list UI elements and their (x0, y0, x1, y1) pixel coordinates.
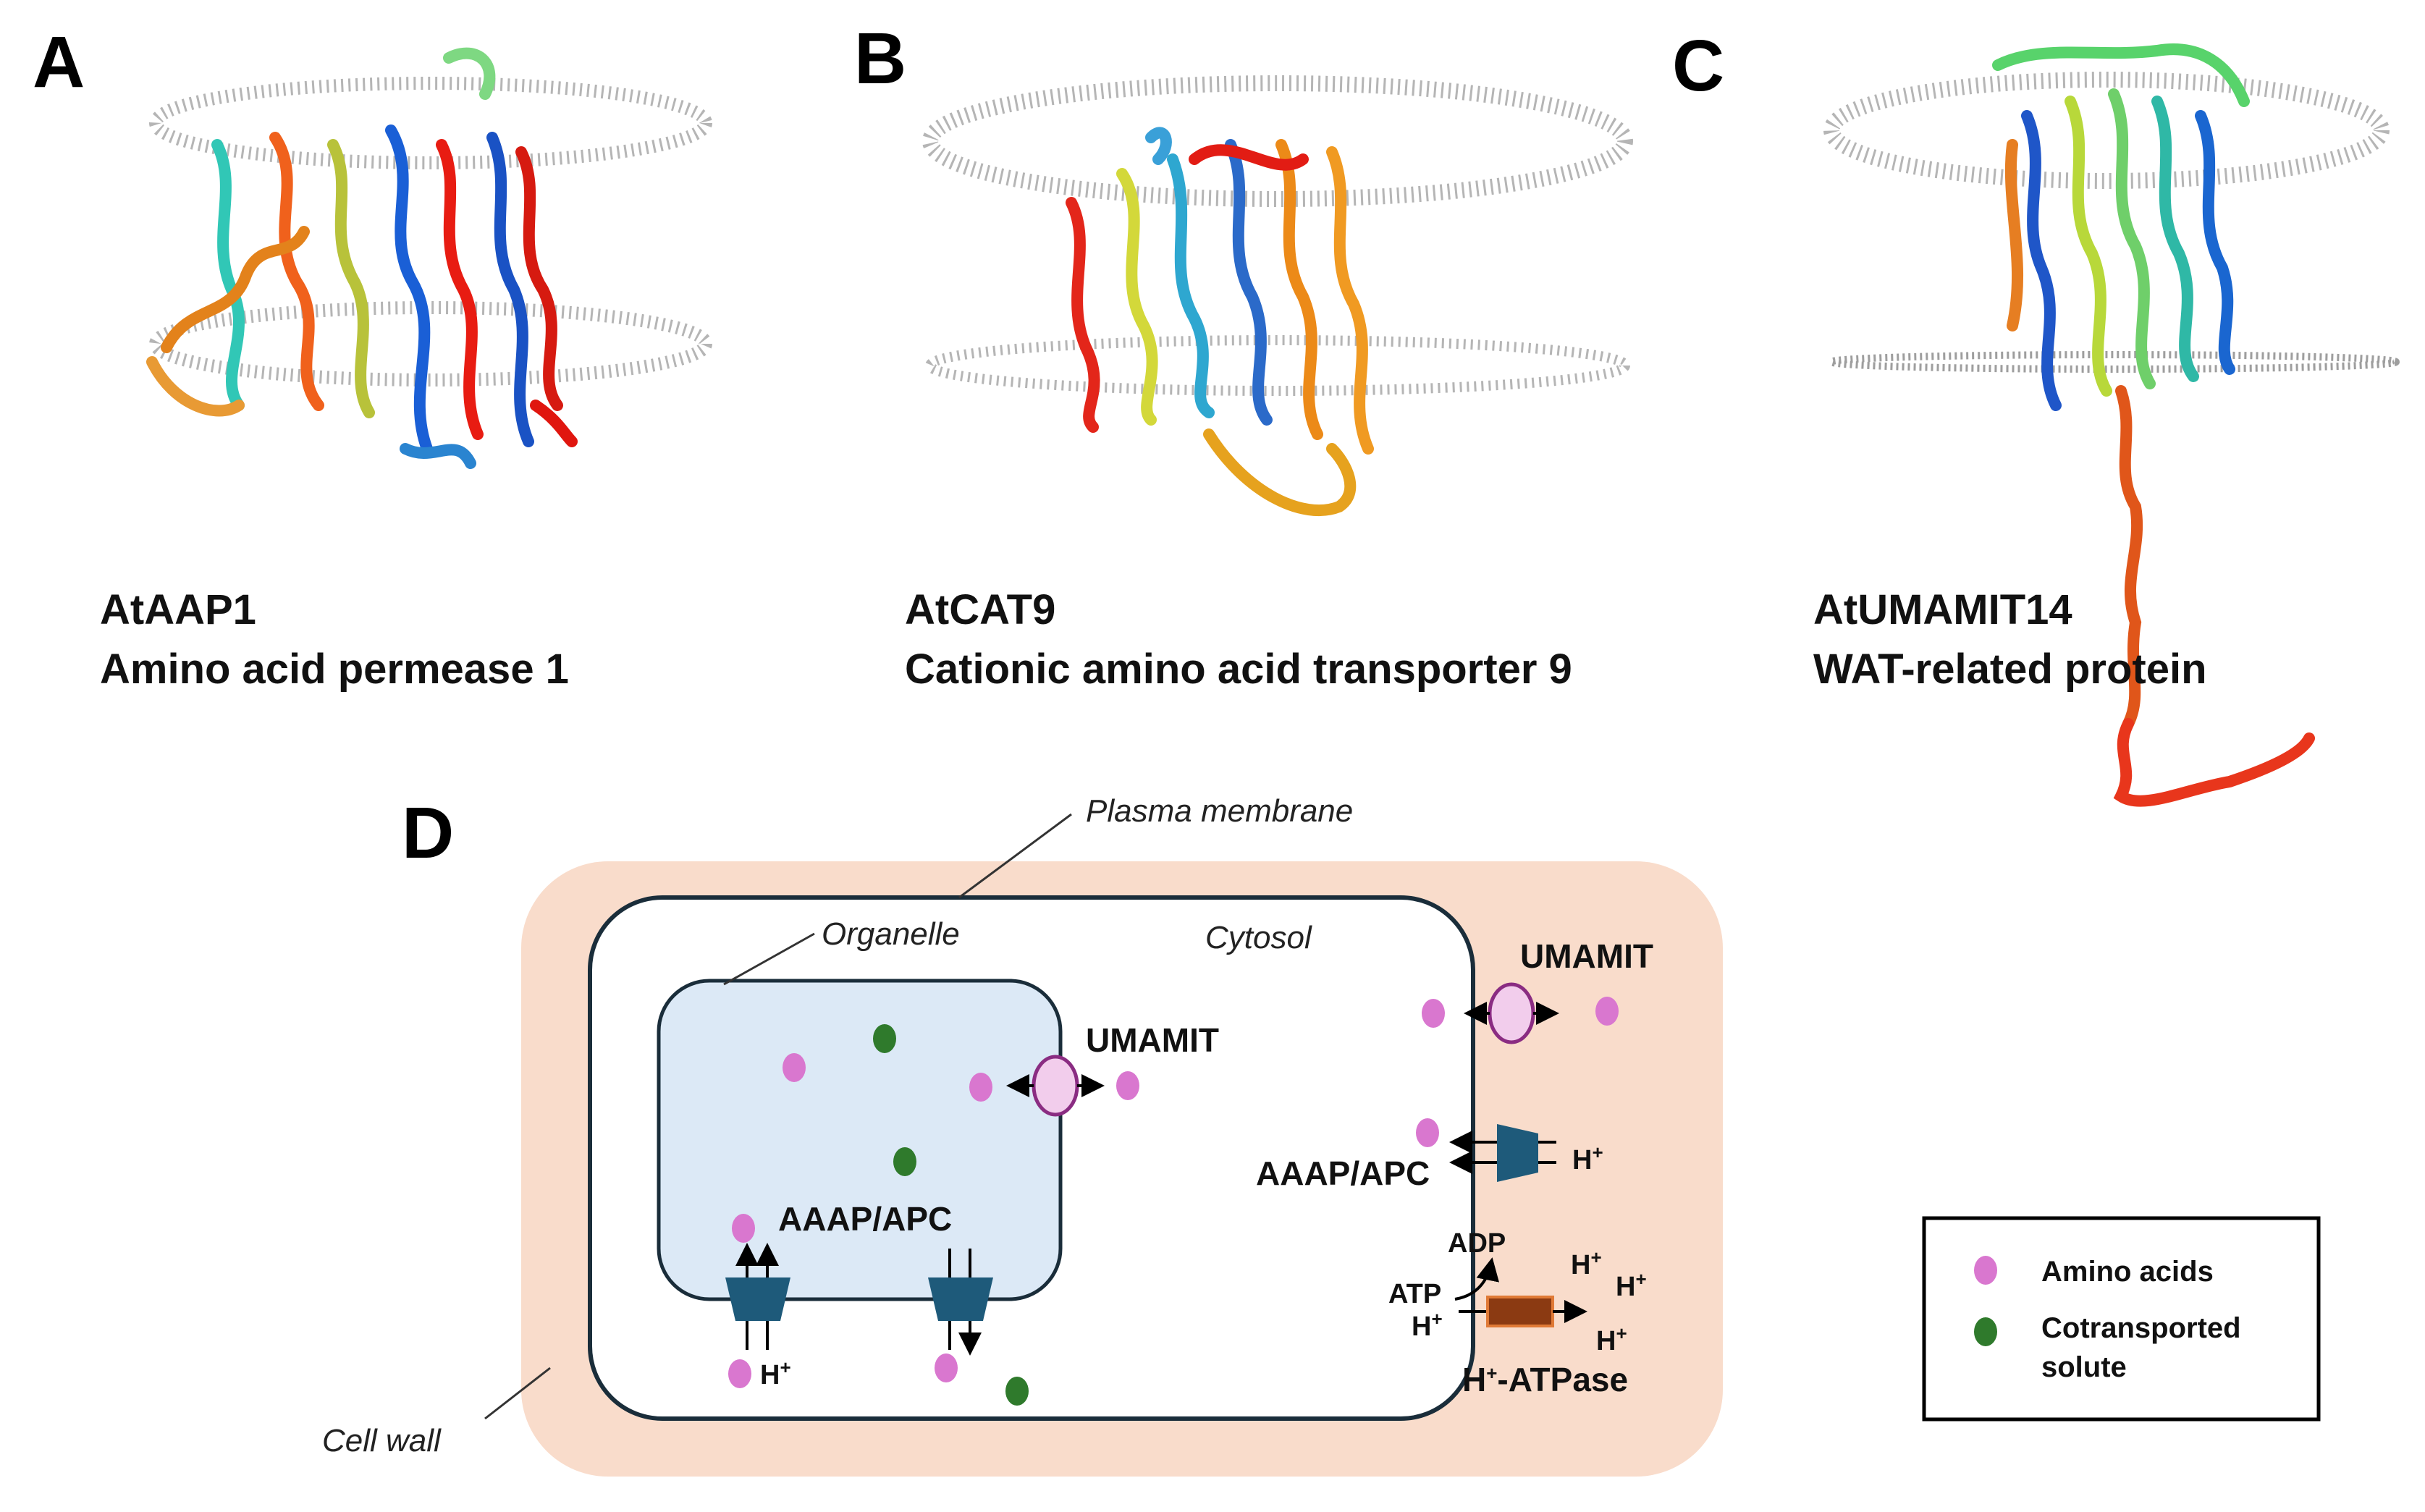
solute-dot (893, 1147, 916, 1176)
helix-bundle (1066, 127, 1374, 517)
gene-label-a: AtAAP1 (100, 586, 256, 633)
panel-letter-c: C (1672, 25, 1724, 106)
membrane-disc-bottom (1828, 351, 2400, 373)
plasma-membrane-label: Plasma membrane (1086, 793, 1353, 829)
legend-cotransported-label-2: solute (2041, 1351, 2127, 1383)
organelle-label: Organelle (822, 916, 960, 952)
atp-label: ATP (1388, 1279, 1441, 1309)
solute-dot (873, 1024, 896, 1053)
umamit-transporter-pm (1488, 982, 1535, 1044)
plasma-membrane-leader (958, 813, 1072, 899)
h-plus-label: H+ (1596, 1322, 1627, 1356)
gene-label-c: AtUMAMIT14 (1813, 586, 2072, 633)
adp-label: ADP (1448, 1228, 1506, 1259)
protein-name-b: Cationic amino acid transporter 9 (905, 646, 1572, 693)
membrane-disc-top (1823, 72, 2390, 189)
aaap-transporter-left (725, 1277, 790, 1321)
protein-structure-c (1823, 43, 2400, 807)
protein-structure-a (146, 47, 712, 469)
cell-diagram: Plasma membrane Organelle Cytosol Cell w… (322, 793, 1723, 1477)
h-plus-label: H+ (1412, 1308, 1443, 1342)
h-atpase-pump (1486, 1296, 1554, 1327)
legend: Amino acids Cotransported solute (1922, 1216, 2321, 1422)
cytosol-label: Cytosol (1205, 920, 1312, 955)
legend-cotransported-label-1: Cotransported (2041, 1312, 2241, 1344)
aaap-apc-label-pm: AAAP/APC (1256, 1154, 1430, 1192)
amino-acid-dot (1595, 997, 1619, 1026)
legend-solute-swatch (1974, 1317, 1997, 1346)
membrane-disc-bottom (925, 335, 1630, 396)
aaap-transporter-right (928, 1277, 993, 1321)
protein-name-c: WAT-related protein (1813, 646, 2207, 693)
gene-label-b: AtCAT9 (905, 586, 1055, 633)
aaap-transporter-pm (1497, 1124, 1538, 1182)
helix-bundle (1992, 43, 2315, 807)
title-c: AtUMAMIT14 WAT-related protein (1813, 586, 2207, 693)
umamit-label-organelle: UMAMIT (1086, 1021, 1219, 1059)
amino-acid-dot (1416, 1118, 1439, 1147)
title-b: AtCAT9 Cationic amino acid transporter 9 (905, 586, 1572, 693)
organelle-leader (723, 932, 815, 986)
h-plus-label: H+ (1616, 1268, 1647, 1302)
amino-acid-dot (732, 1214, 755, 1243)
h-plus-label: H+ (1571, 1246, 1602, 1280)
helix-bundle (146, 47, 578, 469)
panel-letter-a: A (33, 22, 85, 103)
panel-letter-d: D (402, 793, 454, 874)
aaap-apc-label-organelle: AAAP/APC (778, 1200, 952, 1238)
amino-acid-dot (1422, 999, 1445, 1028)
membrane-disc-top (922, 75, 1633, 207)
amino-acid-dot (783, 1053, 806, 1082)
panel-letter-b: B (854, 18, 906, 99)
membrane-disc-bottom (149, 301, 712, 387)
amino-acid-dot (728, 1359, 751, 1388)
protein-structure-b (922, 75, 1633, 517)
amino-acid-dot (935, 1353, 958, 1382)
legend-amino-acids-label: Amino acids (2041, 1256, 2214, 1288)
solute-dot (1005, 1377, 1029, 1406)
amino-acid-dot (1116, 1071, 1139, 1100)
organelle (657, 979, 1063, 1301)
cell-wall-label: Cell wall (322, 1423, 442, 1458)
h-plus-label: H+ (760, 1356, 791, 1390)
umamit-label-pm: UMAMIT (1520, 937, 1653, 975)
umamit-transporter-organelle (1032, 1055, 1079, 1117)
h-plus-label: H+ (1572, 1141, 1603, 1175)
h-atpase-label: H+-ATPase (1462, 1361, 1628, 1398)
protein-name-a: Amino acid permease 1 (100, 646, 569, 693)
cell-wall-leader (484, 1367, 551, 1420)
membrane-disc-top (149, 77, 712, 169)
title-a: AtAAP1 Amino acid permease 1 (100, 586, 569, 693)
legend-amino-acid-swatch (1974, 1256, 1997, 1285)
adp-arrow (1454, 1257, 1499, 1301)
amino-acid-dot (969, 1073, 992, 1102)
